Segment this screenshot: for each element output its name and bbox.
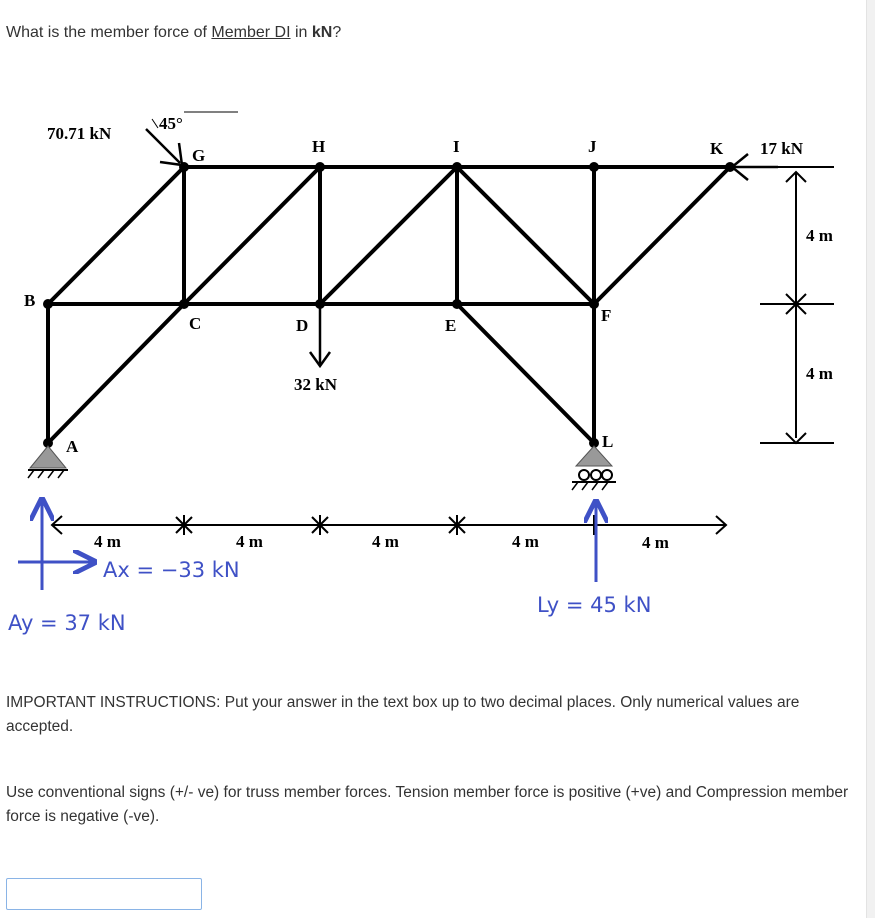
- span-5-label: 4 m: [642, 533, 669, 552]
- pin-support-icon: [27, 445, 68, 479]
- vertical-load-label: 32 kN: [294, 375, 338, 394]
- node-label-B: B: [24, 291, 35, 310]
- node-label-F: F: [601, 306, 611, 325]
- height-top-label: 4 m: [806, 226, 833, 245]
- height-dimension: [760, 166, 834, 445]
- member-FK: [592, 165, 732, 306]
- question-unit: kN: [311, 24, 333, 41]
- member-IF: [455, 165, 596, 306]
- span-dimension: [50, 515, 728, 535]
- node-label-G: G: [192, 146, 205, 165]
- node-label-C: C: [189, 314, 201, 333]
- ay-reaction-label: Ay = 37 kN: [8, 611, 126, 635]
- truss-members: [46, 165, 732, 445]
- horizontal-load-label: 17 kN: [760, 139, 804, 158]
- node-label-E: E: [445, 316, 456, 335]
- vertical-load: [308, 304, 332, 369]
- ax-reaction-label: Ax = −33 kN: [103, 558, 240, 582]
- node-label-K: K: [710, 139, 724, 158]
- span-2-label: 4 m: [236, 532, 263, 551]
- member-DI: [318, 165, 459, 306]
- question-text: What is the member force of Member DI in…: [6, 24, 341, 42]
- inclined-load: [145, 111, 238, 167]
- question-mid: in: [290, 24, 312, 41]
- reaction-arrows: [18, 502, 596, 590]
- node-label-J: J: [588, 137, 597, 156]
- member-link[interactable]: Member DI: [211, 24, 291, 41]
- answer-input[interactable]: [6, 878, 202, 910]
- instructions-paragraph-1: IMPORTANT INSTRUCTIONS: Put your answer …: [6, 694, 800, 735]
- instructions-paragraph-2: Use conventional signs (+/- ve) for trus…: [6, 784, 849, 825]
- question-prefix: What is the member force of: [6, 24, 212, 41]
- roller-support-icon: [571, 445, 616, 491]
- member-EL: [455, 302, 596, 445]
- span-4-label: 4 m: [512, 532, 539, 551]
- member-BG: [46, 165, 186, 306]
- inclined-load-label: 70.71 kN: [47, 124, 112, 143]
- node-label-L: L: [602, 432, 613, 451]
- node-label-H: H: [312, 137, 325, 156]
- height-bottom-label: 4 m: [806, 364, 833, 383]
- span-3-label: 4 m: [372, 532, 399, 551]
- page-scrollbar[interactable]: [866, 0, 875, 918]
- span-1-label: 4 m: [94, 532, 121, 551]
- ly-reaction-label: Ly = 45 kN: [537, 593, 651, 617]
- truss-joints: [43, 162, 735, 448]
- node-label-D: D: [296, 316, 308, 335]
- load-angle-label: 45°: [159, 114, 183, 133]
- member-CH: [182, 165, 322, 306]
- node-label-A: A: [66, 437, 79, 456]
- truss-diagram: B C D E F G H I J K A L 70.71 kN 45° 17 …: [8, 111, 834, 635]
- node-label-I: I: [453, 137, 460, 156]
- question-suffix: ?: [332, 24, 342, 41]
- member-AC: [46, 302, 186, 445]
